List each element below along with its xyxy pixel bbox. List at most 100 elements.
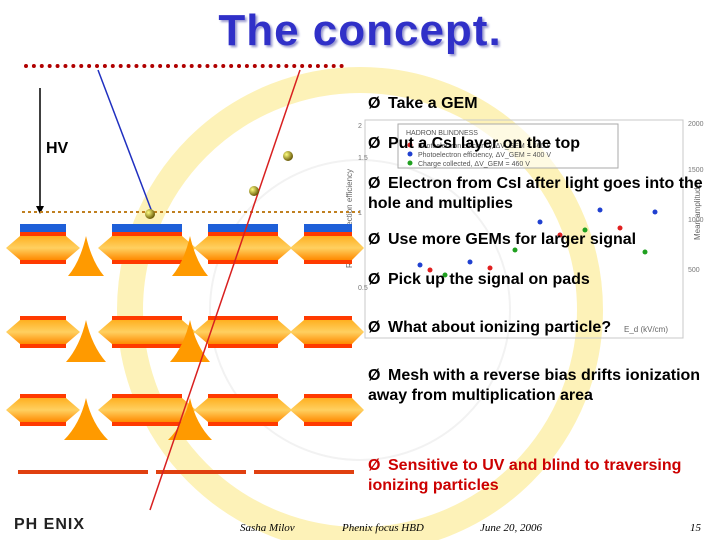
chart-point <box>652 209 658 215</box>
gem-foil <box>194 236 292 260</box>
chart-legend-entry-1: Photoelectron efficiency, ΔV_GEM = 460 V <box>418 143 551 150</box>
readout-pad <box>156 470 246 474</box>
bullet-text: Sensitive to UV and blind to traversing … <box>368 457 682 494</box>
gem-electrode <box>208 232 278 236</box>
chart-point <box>487 265 493 271</box>
readout-pad <box>254 470 354 474</box>
footer-author: Sasha Milov <box>240 522 295 534</box>
bullet-text: Take a GEM <box>388 95 478 112</box>
gem-foil <box>290 320 364 344</box>
chart-point <box>557 232 563 238</box>
gem-electrode <box>20 344 66 348</box>
hv-label: HV <box>46 140 69 157</box>
gem-electrode <box>20 232 66 236</box>
chart-point <box>597 207 603 213</box>
watermark-clock-face <box>209 159 511 461</box>
bullet-text: Pick up the signal on pads <box>388 271 590 288</box>
bullet-arrow-icon: Ø <box>368 175 381 192</box>
gem-electrode <box>20 316 66 320</box>
gem-electrode <box>112 394 182 398</box>
chart-point <box>427 267 433 273</box>
chart-legend-box <box>397 123 619 169</box>
gem-electrode <box>20 422 66 426</box>
avalanche <box>170 320 210 362</box>
phenix-logo: PH ENIX <box>14 516 86 533</box>
title-underline <box>24 64 344 68</box>
chart-ytick-right: 500 <box>688 267 700 274</box>
electron-dot <box>283 151 293 161</box>
chart-legend-entry-2: Photoelectron efficiency, ΔV_GEM = 400 V <box>418 152 551 159</box>
chart-legend-title: HADRON BLINDNESS <box>406 130 478 137</box>
bullet-arrow-icon: Ø <box>368 231 381 248</box>
ionizing-particle-track <box>149 69 301 511</box>
chart-points <box>417 207 658 278</box>
bullet-text: Use more GEMs for larger signal <box>388 231 637 248</box>
gem-layer-2 <box>6 316 364 362</box>
chart-ytick-right: 1500 <box>688 167 704 174</box>
avalanche <box>68 236 104 276</box>
readout-pad <box>18 470 148 474</box>
gem-electrode <box>304 260 352 264</box>
chart-ytick-left: 2 <box>358 123 362 130</box>
chart-xlabel: E_d (kV/cm) <box>624 325 668 334</box>
chart-point <box>467 259 473 265</box>
gem-electrode <box>304 344 352 348</box>
chart-ytick-left: 0.5 <box>358 285 368 292</box>
watermark-ring <box>117 67 603 540</box>
avalanche <box>66 320 106 362</box>
bullet-text: Mesh with a reverse bias drifts ionizati… <box>368 367 701 404</box>
bullet-arrow-icon: Ø <box>368 367 381 384</box>
bullet-2: Ø Put a CsI layer on the top <box>368 134 708 154</box>
gem-foil <box>98 320 196 344</box>
gem-foil <box>194 320 292 344</box>
gem-electrode <box>208 422 278 426</box>
gem-electrode <box>112 260 182 264</box>
gem-electrode <box>304 316 352 320</box>
bullet-arrow-icon: Ø <box>368 319 381 336</box>
readout-pads <box>18 470 354 474</box>
avalanche <box>64 398 108 440</box>
chart-point <box>442 272 448 278</box>
chart-point <box>537 219 543 225</box>
gem-electrode <box>112 316 182 320</box>
slide-title: The concept. <box>218 6 502 55</box>
avalanche <box>172 236 208 276</box>
page-number: 15 <box>690 522 701 534</box>
bullet-arrow-icon: Ø <box>368 135 381 152</box>
chart-ytick-right: 1000 <box>688 217 704 224</box>
chart-ylabel-right: Mean amplitude <box>693 183 702 240</box>
chart-point <box>512 247 518 253</box>
gem-layer-3 <box>6 394 364 440</box>
gem-foil <box>6 320 80 344</box>
gem-electrode <box>112 344 182 348</box>
bullet-text: Put a CsI layer on the top <box>388 135 581 152</box>
gem-foil <box>98 398 196 422</box>
chart-ylabel-left: Relative detection efficiency <box>345 169 354 268</box>
chart-point <box>582 227 588 233</box>
chart-ytick-left: 1.5 <box>358 155 368 162</box>
chart-point <box>642 249 648 255</box>
gem-foil <box>194 398 292 422</box>
chart-point <box>617 225 623 231</box>
gem-electrode <box>208 260 278 264</box>
gem-foil <box>6 236 80 260</box>
gem-layer-1 <box>6 224 364 276</box>
chart-point <box>417 262 423 268</box>
csi-layer <box>112 224 182 232</box>
bullet-arrow-icon: Ø <box>368 271 381 288</box>
electron-dot <box>249 186 259 196</box>
gem-electrode <box>304 422 352 426</box>
csi-layer <box>304 224 352 232</box>
footer-event: Phenix focus HBD <box>342 522 424 534</box>
csi-layer <box>208 224 278 232</box>
avalanche <box>168 398 212 440</box>
gem-foil <box>290 236 364 260</box>
chart-legend-entry-3: Charge collected, ΔV_GEM = 460 V <box>418 161 530 168</box>
csi-layer <box>20 224 66 232</box>
